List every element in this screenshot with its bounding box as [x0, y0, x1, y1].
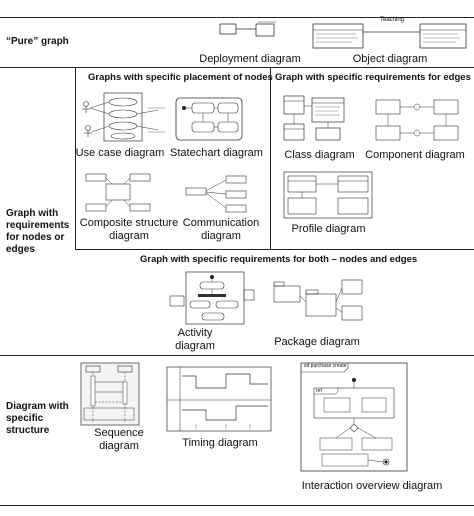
grid-line-top [0, 17, 474, 18]
sequence-thumbnail [80, 362, 140, 426]
grid-line-bottom [0, 505, 474, 506]
caption-composite-structure: Composite structure diagram [79, 217, 179, 242]
deployment-thumbnail [218, 20, 278, 44]
caption-timing: Timing diagram [182, 437, 258, 449]
profile-thumbnail [282, 170, 374, 220]
caption-class: Class diagram [284, 149, 355, 161]
caption-package: Package diagram [274, 336, 360, 348]
composite-structure-thumbnail [82, 170, 154, 216]
row-label-nodes-edges: Graph with requirements for nodes or edg… [6, 208, 70, 255]
header-node-placement: Graphs with specific placement of nodes [88, 72, 273, 83]
communication-thumbnail [184, 174, 250, 214]
row-label-pure-graph: “Pure” graph [6, 36, 69, 47]
caption-interaction-overview: Interaction overview diagram [301, 480, 443, 492]
grid-line-row1 [0, 67, 474, 68]
interaction-ref-label: ref [316, 388, 322, 394]
header-edge-requirements: Graph with specific requirements for edg… [275, 72, 471, 83]
caption-deployment: Deployment diagram [199, 53, 301, 65]
object-link-label: Teaching [380, 17, 405, 23]
interaction-overview-thumbnail: sd purchase create ref [300, 362, 408, 472]
grid-line-mid [270, 68, 271, 250]
grid-line-row3 [0, 355, 474, 356]
interaction-frame-title: sd purchase create [304, 363, 347, 369]
component-thumbnail [372, 96, 464, 144]
activity-thumbnail [168, 270, 256, 326]
caption-activity: Activity diagram [175, 327, 215, 352]
caption-communication: Communication diagram [182, 217, 260, 242]
header-both-requirements: Graph with specific requirements for bot… [140, 254, 418, 265]
caption-object: Object diagram [352, 53, 428, 65]
caption-component: Component diagram [365, 149, 465, 161]
caption-sequence: Sequence diagram [94, 427, 144, 452]
use-case-thumbnail [78, 90, 168, 142]
grid-line-left [75, 68, 76, 250]
grid-line-row2 [75, 249, 474, 250]
package-thumbnail [270, 276, 366, 328]
row-label-specific-structure: Diagram with specific structure [6, 401, 69, 436]
statechart-thumbnail [174, 96, 244, 142]
caption-profile: Profile diagram [291, 223, 366, 235]
class-thumbnail [282, 94, 348, 144]
object-thumbnail: Teaching [310, 17, 470, 52]
caption-statechart: Statechart diagram [170, 147, 263, 159]
caption-use-case: Use case diagram [75, 147, 165, 159]
timing-thumbnail [166, 366, 272, 432]
